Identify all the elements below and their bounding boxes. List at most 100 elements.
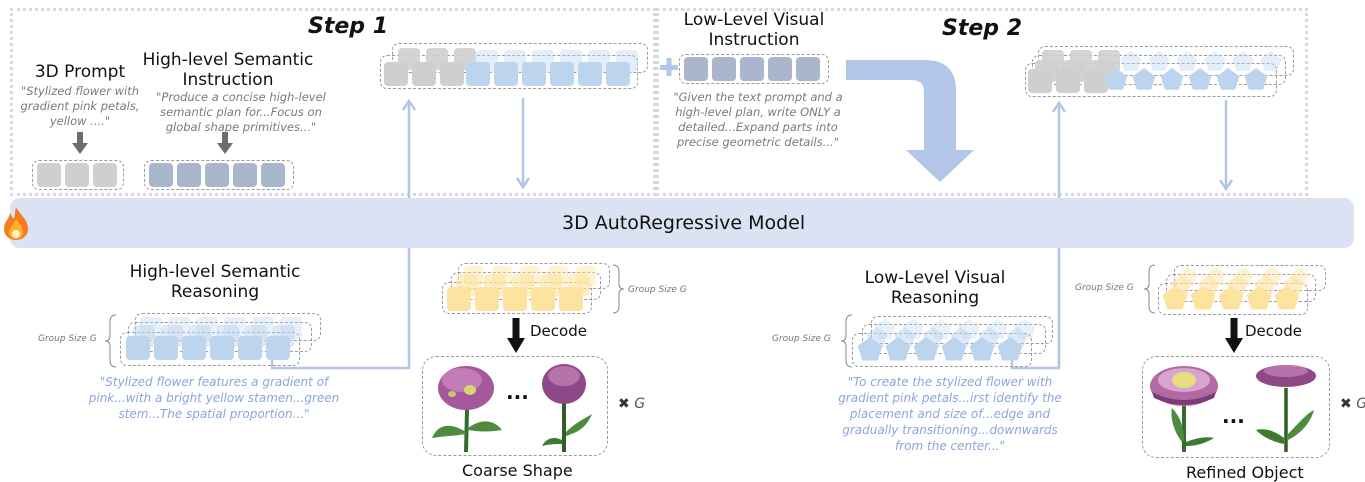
coarse-flower-image [542, 364, 592, 452]
semantic-pentagon-token [1160, 68, 1184, 90]
semantic-pentagon-token [1232, 51, 1254, 71]
semantic-instruction-token-group [144, 160, 294, 190]
group-size-label: Group Size G [1075, 283, 1134, 293]
refined-flower-image [1256, 365, 1316, 452]
bent-arrow-icon [846, 60, 974, 182]
visual-pentagon-token [857, 337, 883, 361]
group-brace-icon [1143, 264, 1156, 314]
geometry-pentagon-token [1218, 286, 1244, 310]
visual-pentagon-token [997, 337, 1023, 361]
step2-sequence-front [1025, 63, 1277, 97]
times-g-label: ✖ G [618, 396, 645, 412]
decode-arrow-icon [507, 318, 525, 353]
instruction-token [712, 57, 736, 81]
instruction-token [177, 163, 201, 187]
step1-panel [10, 8, 656, 196]
semantic-token [154, 336, 178, 360]
semantic-instruction-quote: "Produce a concise high-level semantic p… [156, 90, 326, 134]
refined-group-back [1174, 265, 1326, 291]
down-arrow-icon [217, 132, 233, 154]
step1-label: Step 1 [308, 14, 388, 39]
semantic-token [126, 336, 150, 360]
down-arrow-icon [72, 132, 88, 154]
prompt-token [93, 163, 117, 187]
decode-label: Decode [1245, 322, 1302, 340]
visual-pentagon-token [941, 337, 967, 361]
coarse-flower-image [432, 366, 502, 453]
instruction-token [740, 57, 764, 81]
up-arrow-icon [401, 98, 417, 198]
visual-reasoning-title-line1: Low-Level Visual [864, 268, 1006, 288]
semantic-pentagon-token [1204, 51, 1226, 71]
semantic-instruction-title-line2: Instruction [182, 70, 274, 90]
semantic-reasoning-title: High-level Semantic Reasoning [120, 262, 310, 302]
geometry-pentagon-token [1190, 286, 1216, 310]
autoregressive-model-label: 3D AutoRegressive Model [562, 212, 806, 234]
group-brace-icon [612, 264, 625, 314]
refined-flower-image [1150, 366, 1218, 452]
semantic-token [238, 336, 262, 360]
semantic-token [606, 62, 630, 86]
ellipsis-text: ... [506, 380, 529, 404]
semantic-pentagon-token [1260, 51, 1282, 71]
visual-reasoning-quote: "To create the stylized flower with grad… [838, 375, 1062, 453]
instruction-token [233, 163, 257, 187]
ellipsis-text: ... [1222, 404, 1245, 428]
semantic-reasoning-quote: "Stylized flower features a gradient of … [88, 375, 340, 421]
coarse-shape-caption: Coarse Shape [462, 461, 573, 480]
prompt-token [1084, 69, 1108, 93]
geometry-pentagon-token [1274, 286, 1300, 310]
visual-pentagon-token [913, 337, 939, 361]
times-icon: ✖ [618, 396, 630, 412]
semantic-reasoning-title-line1: High-level Semantic [129, 262, 301, 282]
prompt-token [37, 163, 61, 187]
autoregressive-model-bar [10, 198, 1354, 248]
visual-instruction-title-line2: Instruction [708, 30, 800, 50]
down-arrow-icon [1218, 100, 1234, 192]
instruction-token [768, 57, 792, 81]
semantic-pentagon-token [1188, 68, 1212, 90]
semantic-instruction-title: High-level Semantic Instruction [140, 50, 316, 90]
prompt-token [412, 62, 436, 86]
semantic-token [210, 336, 234, 360]
semantic-pentagon-token [1216, 68, 1240, 90]
visual-pentagon-token [969, 337, 995, 361]
instruction-token [796, 57, 820, 81]
instruction-token [205, 163, 229, 187]
group-size-label: Group Size G [628, 285, 687, 295]
semantic-pentagon-token [1244, 68, 1268, 90]
down-arrow-icon [515, 98, 531, 190]
semantic-token [522, 62, 546, 86]
semantic-token [494, 62, 518, 86]
semantic-pentagon-token [1120, 51, 1142, 71]
semantic-pentagon-token [1132, 68, 1156, 90]
prompt-token-group [32, 160, 124, 190]
semantic-token [550, 62, 574, 86]
instruction-token [149, 163, 173, 187]
step1-sequence-front [380, 55, 638, 89]
semantic-token [578, 62, 602, 86]
fire-icon [4, 207, 28, 240]
semantic-token [466, 62, 490, 86]
geometry-token [531, 287, 555, 311]
visual-group-front [852, 333, 1032, 367]
refined-object-box [1142, 356, 1330, 458]
visual-instruction-title: Low-Level Visual Instruction [672, 10, 836, 50]
geometry-token [447, 287, 471, 311]
coarse-shape-box [422, 356, 608, 456]
times-g-value: G [1356, 396, 1365, 412]
prompt-token [440, 62, 464, 86]
semantic-instruction-title-line1: High-level Semantic [142, 50, 314, 70]
decode-arrow-icon [1225, 318, 1243, 353]
prompt-token [65, 163, 89, 187]
refined-object-caption: Refined Object [1186, 463, 1304, 482]
geometry-token [503, 287, 527, 311]
geometry-pentagon-token [1162, 286, 1188, 310]
visual-reasoning-title-line2: Reasoning [890, 288, 980, 308]
visual-instruction-title-line1: Low-Level Visual [683, 10, 825, 30]
semantic-pentagon-token [1176, 51, 1198, 71]
prompt-token [384, 62, 408, 86]
times-g-label: ✖ G [1340, 396, 1365, 412]
group-brace-icon [840, 314, 853, 368]
visual-reasoning-title: Low-Level Visual Reasoning [860, 268, 1010, 308]
